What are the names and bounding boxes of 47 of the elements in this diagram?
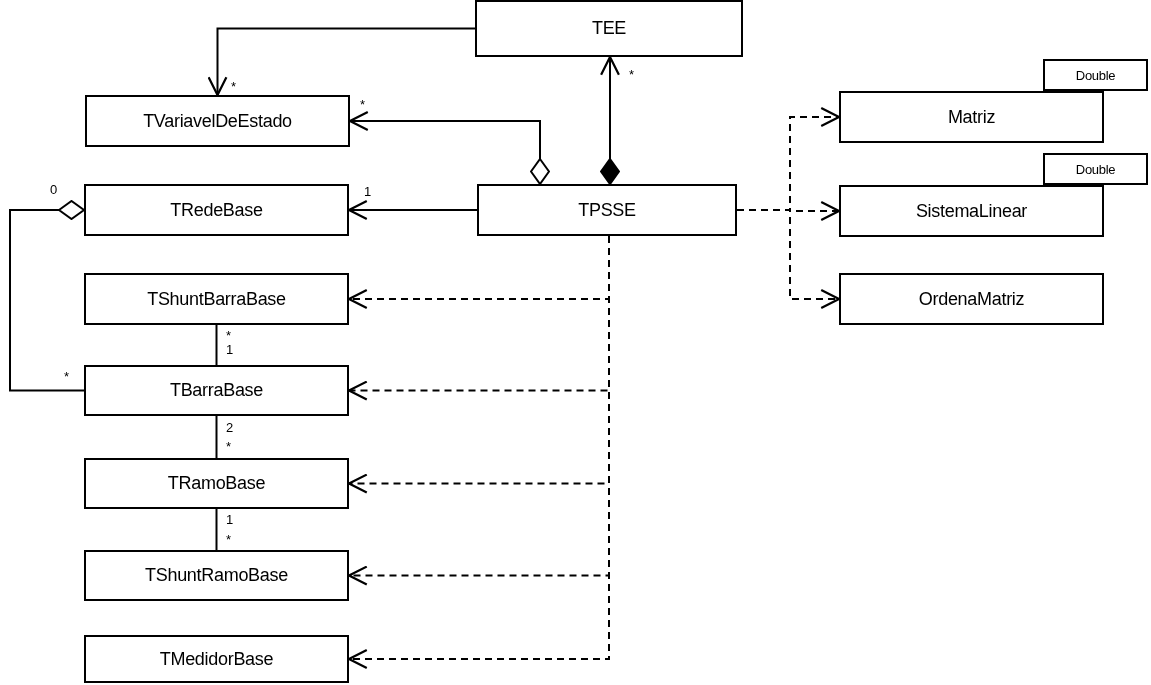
multiplicity-label: *: [226, 533, 232, 547]
class-name: TRedeBase: [170, 199, 263, 221]
aggregation-connector: [600, 55, 620, 185]
association-line: [215, 324, 218, 366]
class-box: [84, 365, 349, 416]
class-name: TShuntRamoBase: [145, 565, 288, 586]
multiplicity-label: *: [629, 68, 635, 82]
class-name: TBarraBase: [169, 380, 263, 401]
class-box: [839, 91, 1104, 143]
multiplicity-label: *: [360, 98, 366, 112]
aggregation-connector: [9, 200, 85, 392]
multiplicity-label: *: [64, 370, 70, 384]
class-box: [84, 458, 349, 509]
multiplicity-label: *: [226, 329, 232, 343]
class-box: [477, 184, 737, 236]
multiplicity-label: 0: [50, 183, 58, 197]
class-box: [84, 184, 349, 236]
class-name: TRamoBase: [167, 473, 266, 494]
multiplicity-label: 1: [226, 343, 234, 357]
class-box: [475, 0, 743, 57]
template-parameter-box: [1043, 153, 1148, 185]
template-parameter: Double: [1075, 67, 1116, 83]
multiplicity-label: 2: [226, 421, 234, 435]
class-name: TPSSE: [578, 199, 636, 221]
class-name: TShuntBarraBase: [147, 288, 286, 310]
class-name: OrdenaMatriz: [918, 288, 1025, 310]
association-line: [215, 415, 218, 459]
class-name: SistemaLinear: [915, 200, 1028, 222]
class-box: [839, 273, 1104, 325]
class-box: [85, 95, 350, 147]
class-name: TVariavelDeEstado: [143, 110, 292, 132]
multiplicity-label: *: [231, 80, 237, 94]
class-box: [84, 273, 349, 325]
class-name: TMedidorBase: [159, 648, 274, 670]
class-name: Matriz: [947, 106, 996, 128]
multiplicity-label: 1: [364, 185, 372, 199]
template-parameter-box: [1043, 59, 1148, 91]
multiplicity-label: 1: [226, 513, 234, 527]
class-box: [84, 550, 349, 601]
dependency-arrow: [736, 209, 841, 309]
class-name: TEE: [591, 18, 627, 39]
class-box: [839, 185, 1104, 237]
association-arrow: [207, 27, 476, 97]
association-line: [215, 508, 218, 551]
multiplicity-label: *: [226, 440, 232, 454]
class-box: [84, 635, 349, 683]
template-parameter: Double: [1075, 161, 1116, 177]
